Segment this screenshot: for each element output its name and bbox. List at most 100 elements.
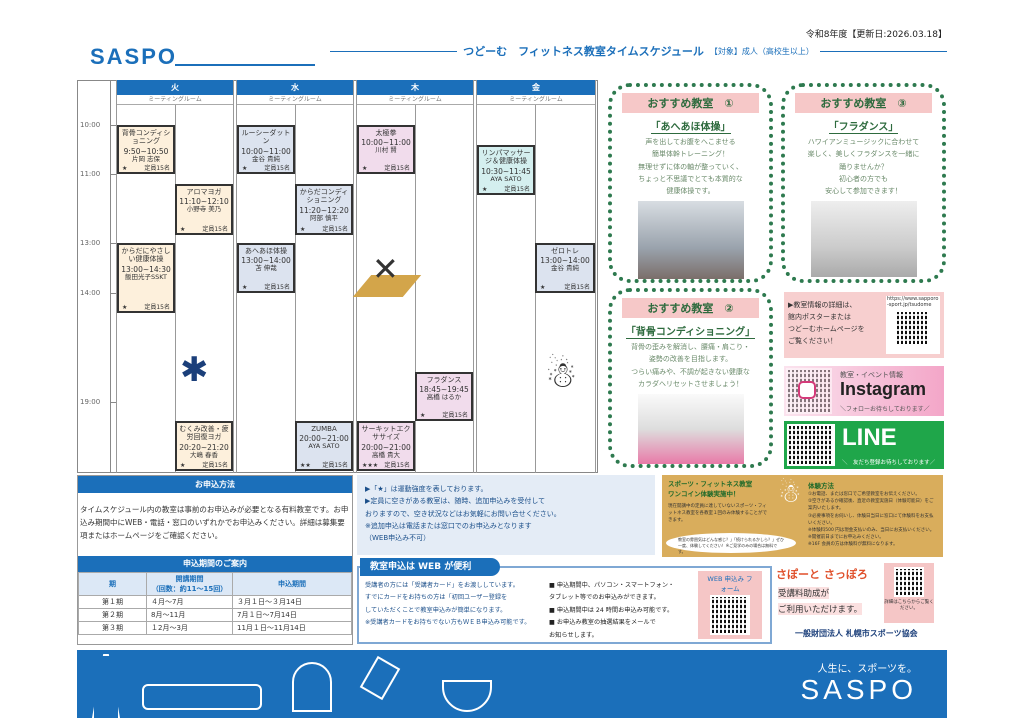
instagram-box[interactable]: 教室・イベント情報 Instagram ＼フォローお待ちしております／ [784, 366, 944, 416]
intensity-stars: ★ [482, 185, 488, 193]
web-line: 受講者の方には「受講者カード」をお渡ししています。 [365, 582, 519, 589]
class-time: 20:00~21:00 [361, 442, 411, 452]
card-desc-line: 安心して参加できます！ [825, 187, 902, 195]
card-title: 「あへあほ体操」 [650, 118, 731, 134]
room-label: ミーティングルーム [357, 95, 473, 105]
subsidy-qr-code[interactable] [894, 567, 924, 597]
class-instructor: 小野寺 美乃 [186, 205, 222, 214]
class-photo [810, 201, 917, 278]
day-column-wed [236, 80, 354, 473]
recommend-card-1: おすすめ教室 ① 「あへあほ体操」 声を出してお腹をへこませる簡単体幹トレーニン… [608, 83, 773, 283]
time-label: 19:00 [80, 398, 101, 406]
qr-label: WEB 申込み フォーム [707, 575, 753, 593]
day-column-tue [116, 80, 234, 473]
card-title: 「背骨コンディショニング」 [625, 323, 756, 339]
recommend-card-2: おすすめ教室 ② 「背骨コンディショニング」 背骨の歪みを解消し、腰痛・肩こり・… [608, 288, 773, 468]
class-capacity: 定員15名 [144, 164, 170, 172]
class-instructor: 苫 伸哉 [255, 264, 277, 273]
title-text: つどーむ フィットネス教室タイムスケジュール [463, 45, 704, 58]
class-capacity: 定員15名 [264, 164, 290, 172]
class-time: 20:20~21:20 [179, 442, 229, 452]
org-name: 一般財団法人 札幌市スポーツ協会 [795, 629, 918, 638]
subsidy-qr[interactable]: 詳細はこちらからご覧ください。 [884, 563, 934, 623]
class-instructor: 川村 賢 [375, 146, 397, 155]
card-desc-line: カラダへリセットさせましょう！ [638, 379, 743, 388]
card-heading: おすすめ教室 ③ [795, 93, 932, 113]
day-column-thu [356, 80, 474, 473]
fountain-icon [442, 680, 492, 712]
col-header: 申込期間 [232, 572, 352, 596]
note-line: ▶「★」は運動強度を表しております。 [365, 485, 488, 493]
homepage-qr-code[interactable] [895, 309, 931, 346]
class-name: アロマヨガ [186, 188, 222, 196]
web-form-qr[interactable]: WEB 申込み フォーム [698, 571, 762, 639]
web-line: ■ お申込み教室の抽選結果をメールで [549, 619, 656, 627]
class-time: 11:10~12:10 [179, 197, 229, 207]
web-tab: 教室申込は WEB が便利 [360, 558, 500, 576]
web-line: タブレット等でのお申込みができます。 [549, 594, 660, 602]
class-time: 20:00~21:00 [299, 434, 349, 444]
class-time: 13:00~14:00 [241, 256, 291, 266]
subsidy-text-1: 受講料助成が [778, 587, 830, 599]
class-capacity: 定員15名 [384, 164, 410, 172]
apply-heading: お申込方法 [78, 476, 352, 493]
note-line: ※追加申込は電話または窓口でのお申込みとなります [365, 521, 532, 530]
line-follow: ＼ 友だち登録お待ちしております／ [842, 460, 936, 466]
card-desc-line: 無理せずに体の軸が整っていく、 [638, 162, 743, 171]
instagram-qr-code[interactable] [786, 368, 832, 414]
line-qr-code[interactable] [787, 424, 835, 466]
divider [295, 105, 296, 473]
city-illustration-icon [175, 36, 315, 66]
class-instructor: 大嶋 春香 [189, 450, 219, 459]
tick [110, 174, 116, 175]
intensity-stars: ★ [180, 461, 186, 469]
page-title: つどーむ フィットネス教室タイムスケジュール【対象】成人（高校生以上） [330, 44, 948, 58]
recommend-card-3: おすすめ教室 ③ 「フラダンス」 ハワイアンミュージックに合わせて楽しく、美しく… [781, 83, 946, 283]
class-name: フラダンス [426, 376, 462, 384]
method-line: ①お電話、または窓口でご希望教室をお伝えください。 [808, 492, 920, 497]
day-header-tue: 火 [117, 80, 233, 95]
class-name: 背骨コンディショニング [121, 129, 171, 146]
card-desc-line: 姿勢の改善を目指します。 [648, 355, 733, 364]
card-desc-line: 声を出してお腹をへこませる [645, 138, 736, 146]
class-time: 13:00~14:30 [121, 264, 171, 274]
homepage-qr[interactable]: https://www.sapporo-sport.jp/tsudome [886, 296, 940, 354]
target-text: 【対象】成人（高校生以上） [709, 46, 814, 56]
class-capacity: 定員15名 [384, 461, 410, 469]
room-label: ミーティングルーム [237, 95, 353, 105]
web-line: ■ 申込期間中、パソコン・スマートフォン・ [549, 582, 675, 589]
footer-logo: SASPO [800, 674, 917, 705]
intensity-stars: ★ [540, 283, 546, 291]
tick [110, 402, 116, 403]
saspo-logo: SASPO [90, 44, 178, 69]
intensity-stars: ★ [122, 164, 128, 172]
line-box[interactable]: LINE ＼ 友だち登録お待ちしております／ [784, 421, 944, 469]
class-capacity: 定員15名 [322, 225, 348, 233]
class-name: ゼロトレ [551, 247, 579, 255]
class-time: 18:45~19:45 [419, 385, 469, 395]
class-capacity: 定員15名 [264, 283, 290, 291]
method-note: ※開催前日までにお申込みください。 [808, 535, 884, 541]
card-desc-line: ハワイアンミュージックに合わせて [807, 138, 920, 146]
web-qr-code[interactable] [710, 595, 750, 635]
update-date: 令和8年度【更新日:2026.03.18】 [805, 30, 947, 40]
class-capacity: 定員15名 [564, 283, 590, 291]
mascot-icon: ✱ [180, 350, 209, 390]
time-axis [110, 80, 111, 473]
